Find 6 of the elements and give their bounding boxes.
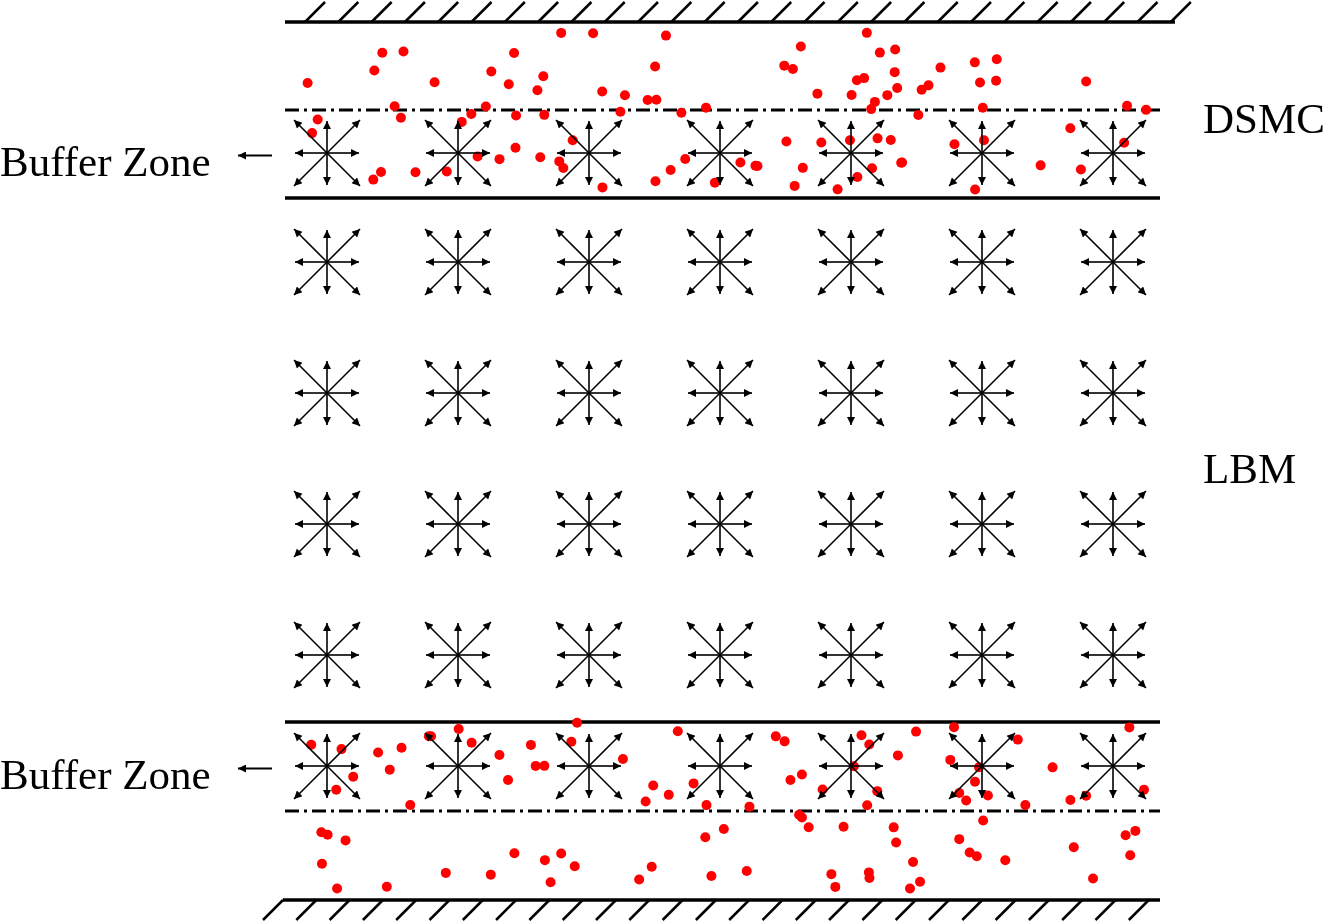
zone-label: Buffer Zone: [0, 140, 211, 183]
zone-label: Buffer Zone: [0, 753, 211, 796]
method-label: DSMC: [1203, 97, 1325, 140]
method-label: LBM: [1203, 447, 1297, 490]
arrow: [237, 151, 273, 160]
arrow: [237, 764, 273, 773]
